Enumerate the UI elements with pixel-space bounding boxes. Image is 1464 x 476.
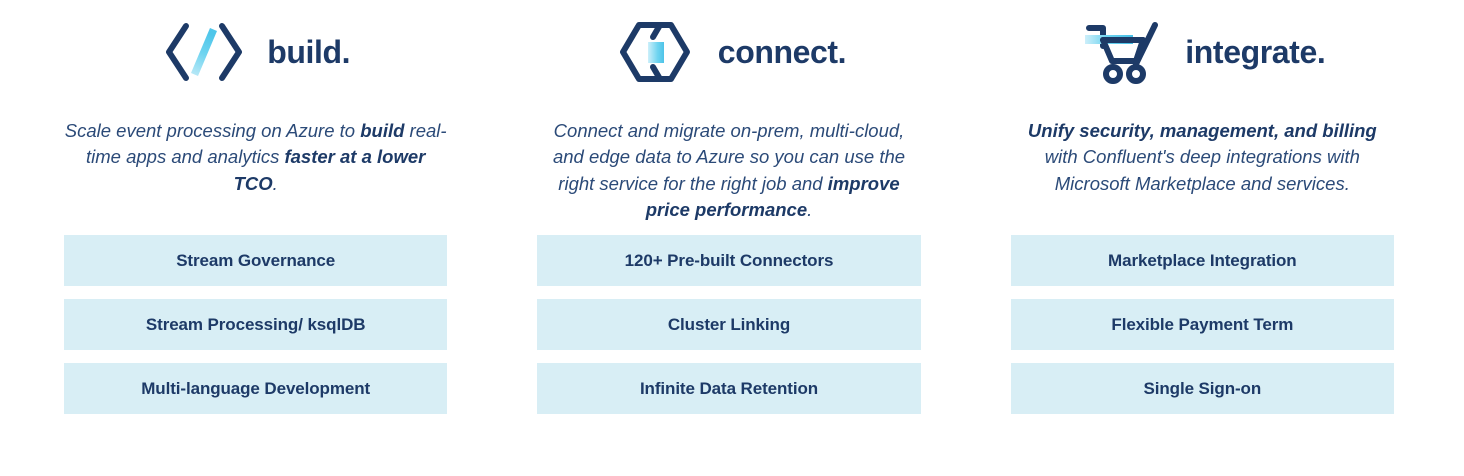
column-connect-header: connect. xyxy=(537,0,920,104)
column-build-description: Scale event processing on Azure to build… xyxy=(64,104,447,216)
column-build-header: build. xyxy=(64,0,447,104)
description-emphasis: faster at a lower TCO xyxy=(233,146,426,194)
description-text: . xyxy=(807,198,813,220)
column-connect-title: connect. xyxy=(717,34,847,70)
description-emphasis: Unify security, management, and billing xyxy=(1027,120,1377,141)
pill-item[interactable]: Infinite Data Retention xyxy=(537,363,921,414)
column-integrate: integrate. Unify security, management, a… xyxy=(1010,0,1394,476)
description-text: Scale event processing on Azure to xyxy=(64,120,361,141)
description-text: real-time apps and analytics xyxy=(85,120,447,168)
description-text: Connect and migrate on-prem, multi-cloud… xyxy=(552,120,906,194)
pill-item[interactable]: Stream Governance xyxy=(64,235,448,286)
column-connect: connect. Connect and migrate on-prem, mu… xyxy=(537,0,921,476)
column-integrate-title: integrate. xyxy=(1185,34,1326,70)
pill-item[interactable]: Single Sign-on xyxy=(1010,363,1394,414)
column-integrate-pill-list: Marketplace Integration Flexible Payment… xyxy=(1010,235,1394,476)
pill-item[interactable]: Marketplace Integration xyxy=(1010,235,1394,286)
hexagon-connector-icon xyxy=(619,22,690,82)
column-build-title: build. xyxy=(267,34,351,70)
description-emphasis: improve price performance xyxy=(645,172,900,220)
column-integrate-header: integrate. xyxy=(1011,0,1394,104)
column-build: build. Scale event processing on Azure t… xyxy=(64,0,448,476)
code-brackets-icon xyxy=(166,23,243,81)
column-build-pill-list: Stream Governance Stream Processing/ ksq… xyxy=(64,235,448,476)
pill-item[interactable]: Multi-language Development xyxy=(64,363,448,414)
description-emphasis: build xyxy=(360,120,405,141)
pill-item[interactable]: Flexible Payment Term xyxy=(1010,299,1394,350)
pill-item[interactable]: Cluster Linking xyxy=(537,299,921,350)
pill-item[interactable]: 120+ Pre-built Connectors xyxy=(537,235,921,286)
column-connect-pill-list: 120+ Pre-built Connectors Cluster Linkin… xyxy=(537,235,921,476)
shopping-cart-icon xyxy=(1085,22,1159,84)
column-connect-description: Connect and migrate on-prem, multi-cloud… xyxy=(537,104,920,223)
description-text: with Confluent's deep integrations with … xyxy=(1044,146,1360,194)
column-integrate-description: Unify security, management, and billing … xyxy=(1011,104,1394,216)
description-text: . xyxy=(272,172,278,194)
pill-item[interactable]: Stream Processing/ ksqlDB xyxy=(64,299,448,350)
